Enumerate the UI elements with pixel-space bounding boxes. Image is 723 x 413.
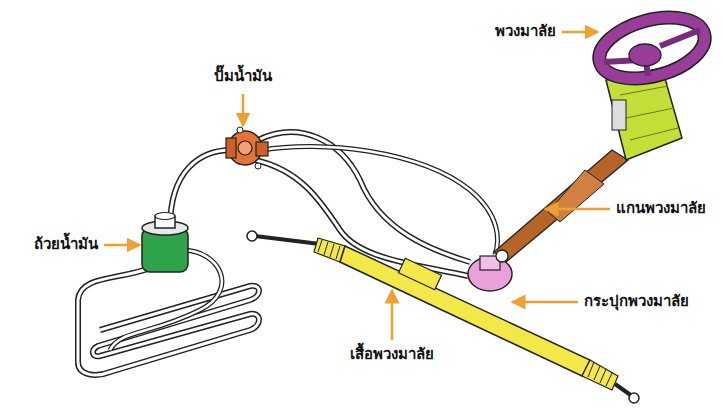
steering-rack <box>247 231 639 403</box>
steering-wheel <box>593 7 712 89</box>
oil-pump <box>226 127 268 169</box>
part-label: พวงมาลัย <box>493 22 558 42</box>
oil-reservoir <box>142 213 188 273</box>
hoses <box>110 132 497 350</box>
part-label: เสื้อพวงมาลัย <box>348 345 436 365</box>
part-label: ถ้วยน้ำมัน <box>32 235 100 255</box>
leader-arrows <box>104 32 610 340</box>
part-label: กระปุกพวงมาลัย <box>582 292 691 312</box>
part-label: แกนพวงมาลัย <box>614 199 708 219</box>
part-label: ปั๊มน้ำมัน <box>212 67 274 87</box>
steering-shaft <box>494 150 628 262</box>
